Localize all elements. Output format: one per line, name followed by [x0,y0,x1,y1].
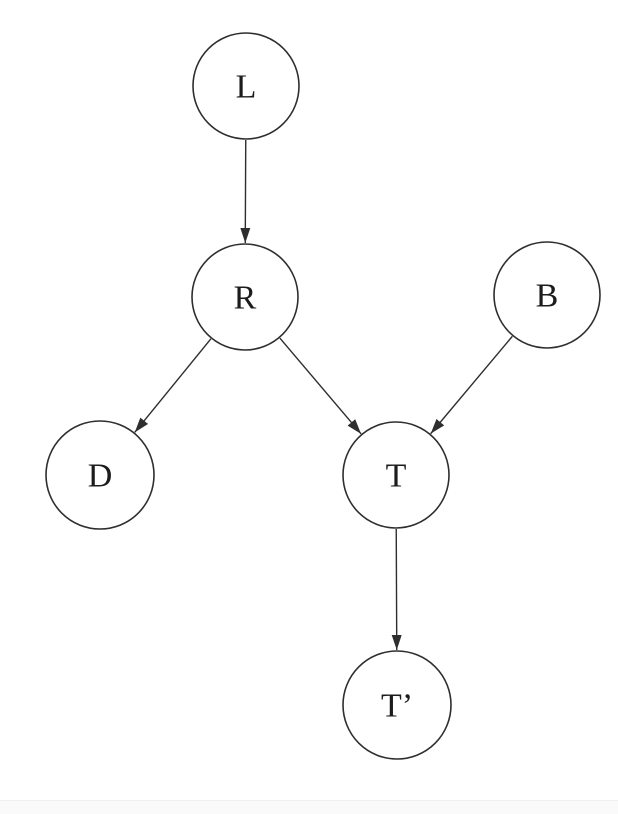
node-L: L [192,32,300,140]
node-R: R [191,243,299,351]
node-circle-T2 [342,650,452,760]
node-label-D: D [88,458,113,495]
edge-R-T [279,337,362,435]
node-circle-T [342,421,450,529]
node-circle-R [191,243,299,351]
node-label-B: B [536,278,559,315]
node-label-R: R [234,280,257,317]
node-B: B [493,241,601,349]
node-label-T: T [386,458,407,495]
node-D: D [45,420,155,530]
edge-B-T [430,335,513,435]
node-label-L: L [236,69,257,106]
page-edge-strip [0,800,618,814]
node-circle-L [192,32,300,140]
node-circle-B [493,241,601,349]
edge-R-D [134,338,212,433]
edge-T-T2 [391,528,402,651]
node-T2: T’ [342,650,452,760]
node-label-T2: T’ [381,688,413,725]
node-T: T [342,421,450,529]
node-circle-D [45,420,155,530]
